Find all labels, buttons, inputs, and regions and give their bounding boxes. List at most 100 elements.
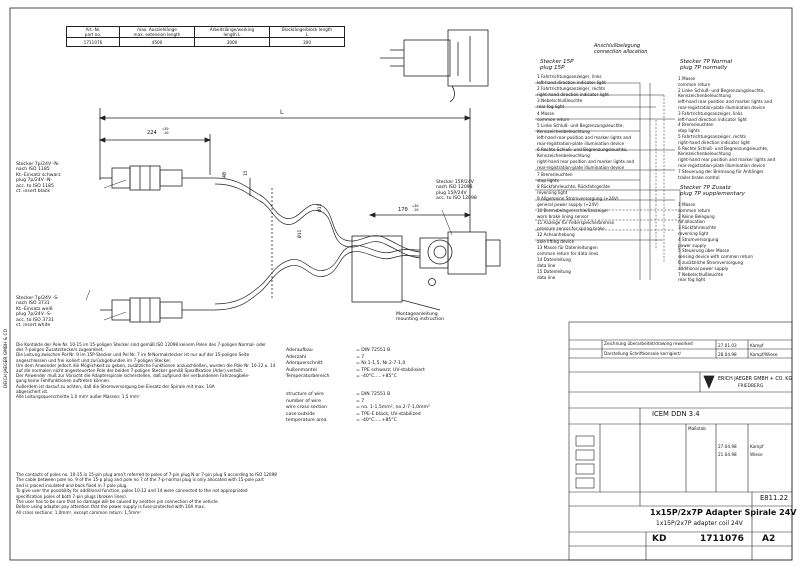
dim-d15: 15 bbox=[244, 170, 249, 176]
dim-224-tol: +30 -10 bbox=[162, 127, 169, 135]
spec-cell-max: 4500 bbox=[119, 37, 195, 47]
date-1: 27.04.98 bbox=[718, 444, 737, 449]
spec-row: wire cross section= no. 1-1,5mm², no.2-7… bbox=[286, 405, 430, 412]
list-item: angeschlossen und frei isoliert und zurü… bbox=[16, 357, 172, 363]
list-item: right-hand rear position and marker ligh… bbox=[537, 159, 635, 165]
list-item: 8 Rückfahrleuchte, Rückfahrgeräte bbox=[537, 183, 610, 189]
replaces: E811.22 bbox=[760, 494, 789, 502]
dim-40: 40 bbox=[222, 171, 228, 178]
right-plug-line: nach ISO 12098 bbox=[436, 185, 473, 191]
list-item: Kennzeichenbeleuchtung bbox=[537, 153, 590, 159]
coil-dimension bbox=[249, 178, 273, 300]
company-logo-icon bbox=[703, 375, 715, 390]
list-item: 5 Steuerung über Masse bbox=[678, 248, 730, 254]
plug-s-line: Kt.-Einsatz weiß bbox=[16, 306, 53, 312]
list-item: right-hand rear position and marker ligh… bbox=[678, 157, 776, 163]
list-item: general power supply (+24V) bbox=[537, 201, 599, 207]
list-item: 12 Achsanhebung bbox=[537, 232, 575, 238]
list-item: 4 Masse bbox=[537, 110, 555, 116]
list-item: 5 Linke Schluß- und Begrenzungsleuchte, bbox=[537, 122, 624, 128]
wiring-p15 bbox=[535, 82, 685, 241]
spec-key: structure of wire bbox=[286, 392, 324, 397]
right-plug-line: plug 15P/24V bbox=[436, 190, 467, 196]
dim-170: 170 bbox=[398, 207, 408, 213]
list-item: 6 Rechte Schluß- und Begrenzungsleuchte, bbox=[537, 147, 628, 153]
list-item: data line bbox=[537, 262, 556, 268]
list-item: 2 Fahrtrichtungsanzeiger, rechts bbox=[537, 86, 605, 92]
right-plug-line: acc. to ISO 12098 bbox=[436, 196, 477, 202]
spec-value: = -40°C.....+85°C bbox=[356, 418, 397, 424]
spec-cell-block: 300 bbox=[269, 37, 345, 47]
list-item: 6 Rechte Schluß- und Begrenzungsleuchte, bbox=[678, 145, 769, 151]
dimension-224 bbox=[98, 134, 212, 175]
spec-key: Aderaufbau bbox=[286, 348, 313, 353]
specs-en: structure of wire = DIN 72551 B number of … bbox=[286, 392, 430, 425]
plug-s-line: nach ISO 3731 bbox=[16, 301, 50, 307]
list-item: auf die normalen nicht angesteuerten Pol… bbox=[16, 368, 244, 374]
plug-s-line: Stecker 7p/24V -S- bbox=[16, 296, 59, 301]
connection-title-de: Anschlußbelegung bbox=[594, 43, 641, 49]
spec-row: structure of wire = DIN 72551 B bbox=[286, 392, 430, 399]
dim-coil: Ø11 bbox=[298, 229, 303, 238]
list-item: 2 Keine Belegung bbox=[678, 213, 715, 219]
list-item: 5 Fahrtrichtungsanzeiger, rechts bbox=[678, 133, 746, 139]
spec-row: Aderzahl= 7 bbox=[286, 355, 425, 362]
spec-key: wire cross section bbox=[286, 405, 328, 411]
coil-upper bbox=[214, 177, 421, 259]
list-item: power supply bbox=[678, 242, 707, 248]
list-item: Before using adapter pay attention that … bbox=[16, 504, 206, 510]
rev1-name: Kampf bbox=[750, 343, 764, 348]
spec-header-part: Art.-Nr. part no. bbox=[66, 26, 120, 38]
spec-value: = TPE-E black, UV-stabilized bbox=[356, 411, 421, 417]
list-item: rear fog light bbox=[537, 104, 565, 110]
spec-header-max: max. Ausziehlänge max. extension length bbox=[119, 26, 195, 38]
spec-row: Aderquerschnitt= Nr.1-1,5, Nr.2-7-1,0 bbox=[286, 361, 425, 368]
list-item: 3 Rückfahrleuchte bbox=[678, 225, 717, 231]
list-item: data line bbox=[537, 275, 556, 281]
dim-170-tol: +30 -10 bbox=[412, 204, 419, 212]
list-item: and is placed insulated and back fixed i… bbox=[16, 482, 128, 488]
notes-en: The contacts of poles no. 10-15 in 15-pi… bbox=[16, 472, 277, 515]
sheet-frame bbox=[9, 7, 793, 561]
list-item: Der Anwender muß zur Vorsicht die Adapte… bbox=[16, 373, 250, 379]
list-item: The contacts of poles no. 10-15 in 15-pi… bbox=[16, 472, 277, 477]
list-item: 4 Bremsleuchten bbox=[678, 122, 714, 128]
list-item: 2 Linke Schluß- und Begrenzungsleuchte, bbox=[678, 87, 765, 93]
coil-lower bbox=[214, 245, 421, 311]
list-item: The cable between pole no. 9 of the 15-p… bbox=[16, 477, 264, 483]
mounting-line: mounting instruction bbox=[396, 317, 444, 323]
list-item: common return bbox=[678, 207, 711, 213]
plug-n-line: Kt.-Einsatz schwarz bbox=[16, 172, 61, 178]
spec-cell-part: 1711076 bbox=[66, 37, 120, 47]
list-item: gung keine Fehlfunktionen auftreten könn… bbox=[16, 378, 111, 384]
spec-key: Aderquerschnitt bbox=[286, 361, 323, 367]
spec-key: Temperaturbereich bbox=[286, 374, 330, 380]
list-item: reversing light bbox=[678, 230, 709, 236]
list-item: 3 Fahrtrichtungsanzeiger, links bbox=[678, 110, 743, 116]
list-item: stop lights bbox=[537, 177, 559, 183]
rev2-text: Darstellung Schriftkonsole korrigiert/ bbox=[604, 351, 681, 356]
drawing-number: 1711076 bbox=[700, 534, 744, 544]
connection-title-en: connection allocation bbox=[594, 49, 648, 55]
list-item: 1 Masse bbox=[678, 202, 696, 207]
list-item: left-hand rear position and marker light… bbox=[537, 134, 632, 140]
list-item: left-hand rear position and marker light… bbox=[678, 99, 773, 105]
rev2-date: 28.04.98 bbox=[718, 352, 737, 357]
list-item: Außerdem ist darauf zu achten, daß die S… bbox=[16, 383, 215, 389]
spec-value: = DIN 72551 B bbox=[356, 392, 391, 397]
spec-row: number of wire= 7 bbox=[286, 399, 430, 406]
p7n-title-en: plug 7P normally bbox=[680, 65, 728, 71]
p7s-title-en: plug 7P supplementary bbox=[680, 191, 745, 197]
dimension-L bbox=[98, 108, 472, 210]
spec-cell-work: 3000 bbox=[194, 37, 270, 47]
name-2: Wiese bbox=[750, 452, 763, 457]
mounting-instruction-sheet bbox=[351, 235, 441, 311]
list-item: right-hand direction indicator light bbox=[537, 92, 609, 98]
top-plug-drawing bbox=[380, 29, 489, 103]
list-item: 15 Datenleitung bbox=[537, 269, 571, 274]
list-item: stop lights bbox=[678, 128, 700, 134]
company-name: ERICH JAEGER GMBH + CO. KG bbox=[718, 377, 793, 382]
